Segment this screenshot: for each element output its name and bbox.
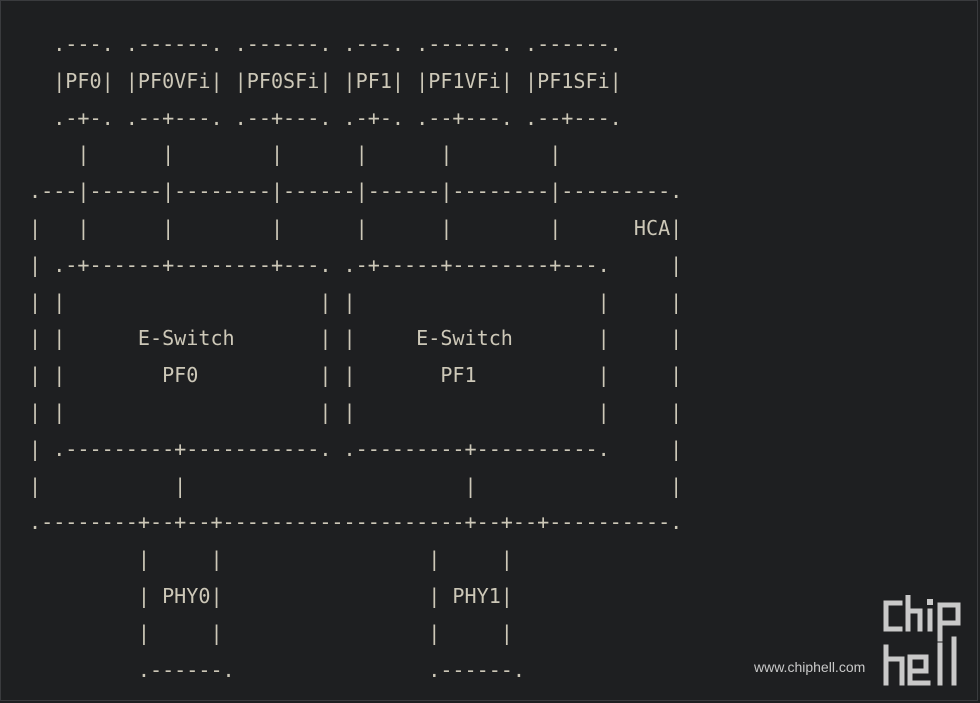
diagram-line: | | | | | |	[29, 142, 562, 167]
diagram-line: |PF0| |PF0VFi| |PF0SFi| |PF1| |PF1VFi| |…	[29, 68, 622, 93]
diagram-line: | .---------+-----------. .---------+---…	[29, 436, 683, 461]
diagram-line: | | E-Switch | | E-Switch | |	[29, 326, 683, 351]
diagram-line: | | | |	[29, 473, 683, 498]
diagram-line: | | | |	[29, 620, 513, 645]
diagram-line: .------. .------.	[29, 657, 525, 682]
watermark-site-text: www.chiphell.com	[754, 659, 866, 675]
chiphell-logo: chiphell	[880, 595, 961, 686]
diagram-line: .--------+--+--+--------------------+--+…	[29, 510, 683, 535]
diagram-line: | | | | | |	[29, 289, 683, 314]
diagram-line: | .-+------+--------+---. .-+-----+-----…	[29, 252, 683, 277]
diagram-line: | PHY0| | PHY1|	[29, 583, 513, 608]
diagram-line: | | | | | |	[29, 399, 683, 424]
diagram-line: .-+-. .--+---. .--+---. .-+-. .--+---. .…	[29, 105, 622, 130]
ascii-diagram: .---. .------. .------. .---. .------. .…	[29, 26, 682, 688]
diagram-line: | | PF0 | | PF1 | |	[29, 363, 683, 388]
diagram-line: .---|------|--------|------|------|-----…	[29, 179, 683, 204]
logo-wordmark: chiphell	[880, 595, 957, 599]
diagram-line: | | | | | | | HCA|	[29, 215, 683, 240]
diagram-line: | | | |	[29, 547, 513, 572]
diagram-line: .---. .------. .------. .---. .------. .…	[29, 32, 622, 56]
